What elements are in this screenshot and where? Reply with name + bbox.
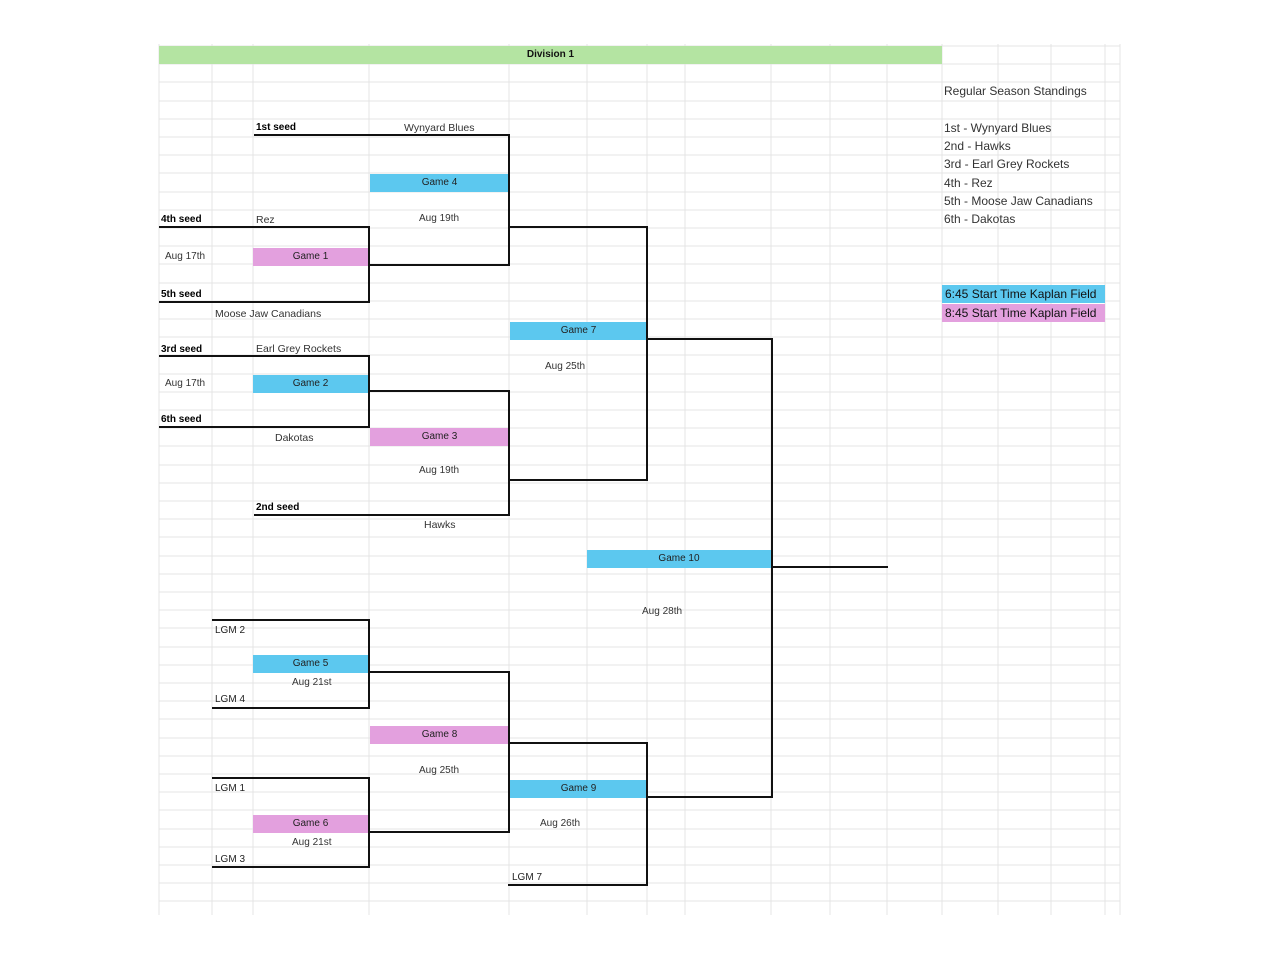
seed-label-4th: 4th seed xyxy=(161,214,202,225)
game-5-date: Aug 21st xyxy=(292,677,332,688)
seed-label-2nd: 2nd seed xyxy=(256,502,300,513)
team-moose-jaw-canadians: Moose Jaw Canadians xyxy=(215,308,322,320)
game-9-box: Game 9 xyxy=(510,780,647,798)
game-8-date: Aug 25th xyxy=(419,765,460,776)
game-8-box: Game 8 xyxy=(370,726,509,744)
team-hawks: Hawks xyxy=(424,519,456,531)
game-9-date: Aug 26th xyxy=(540,818,581,829)
game-7-box: Game 7 xyxy=(510,322,647,340)
standings-item: 4th - Rez xyxy=(944,176,993,190)
game-3-date: Aug 19th xyxy=(419,465,460,476)
legend-6-45-start: 6:45 Start Time Kaplan Field xyxy=(942,285,1105,303)
seed-label-3rd: 3rd seed xyxy=(161,344,203,355)
loser-game-4-label: LGM 4 xyxy=(215,694,246,705)
team-earl-grey-rockets: Earl Grey Rockets xyxy=(256,343,342,355)
standings-title: Regular Season Standings xyxy=(944,84,1087,98)
standings-item: 6th - Dakotas xyxy=(944,212,1016,226)
game-6-box: Game 6 xyxy=(253,815,368,833)
standings-item: 1st - Wynyard Blues xyxy=(944,121,1052,135)
legend-8-45-start: 8:45 Start Time Kaplan Field xyxy=(942,304,1105,322)
game-2-box: Game 2 xyxy=(253,375,368,393)
division-banner: Division 1 xyxy=(159,46,942,64)
team-wynyard-blues: Wynyard Blues xyxy=(404,122,475,134)
game-4-box: Game 4 xyxy=(370,174,509,192)
game-7-date: Aug 25th xyxy=(545,361,586,372)
loser-game-7-label: LGM 7 xyxy=(512,872,543,883)
game-2-date: Aug 17th xyxy=(165,378,206,389)
team-rez: Rez xyxy=(256,214,275,226)
standings-item: 2nd - Hawks xyxy=(944,139,1011,153)
loser-game-2-label: LGM 2 xyxy=(215,625,246,636)
team-dakotas: Dakotas xyxy=(275,432,314,444)
game-5-box: Game 5 xyxy=(253,655,368,673)
game-1-box: Game 1 xyxy=(253,248,368,266)
game-6-date: Aug 21st xyxy=(292,837,332,848)
game-1-date: Aug 17th xyxy=(165,251,206,262)
standings-item: 5th - Moose Jaw Canadians xyxy=(944,194,1093,208)
game-10-date: Aug 28th xyxy=(642,606,683,617)
seed-label-1st: 1st seed xyxy=(256,122,297,133)
seed-label-6th: 6th seed xyxy=(161,414,202,425)
game-3-box: Game 3 xyxy=(370,428,509,446)
standings-item: 3rd - Earl Grey Rockets xyxy=(944,157,1070,171)
game-4-date: Aug 19th xyxy=(419,213,460,224)
game-10-box: Game 10 xyxy=(587,550,771,568)
seed-label-5th: 5th seed xyxy=(161,289,202,300)
loser-game-3-label: LGM 3 xyxy=(215,854,246,865)
loser-game-1-label: LGM 1 xyxy=(215,783,246,794)
